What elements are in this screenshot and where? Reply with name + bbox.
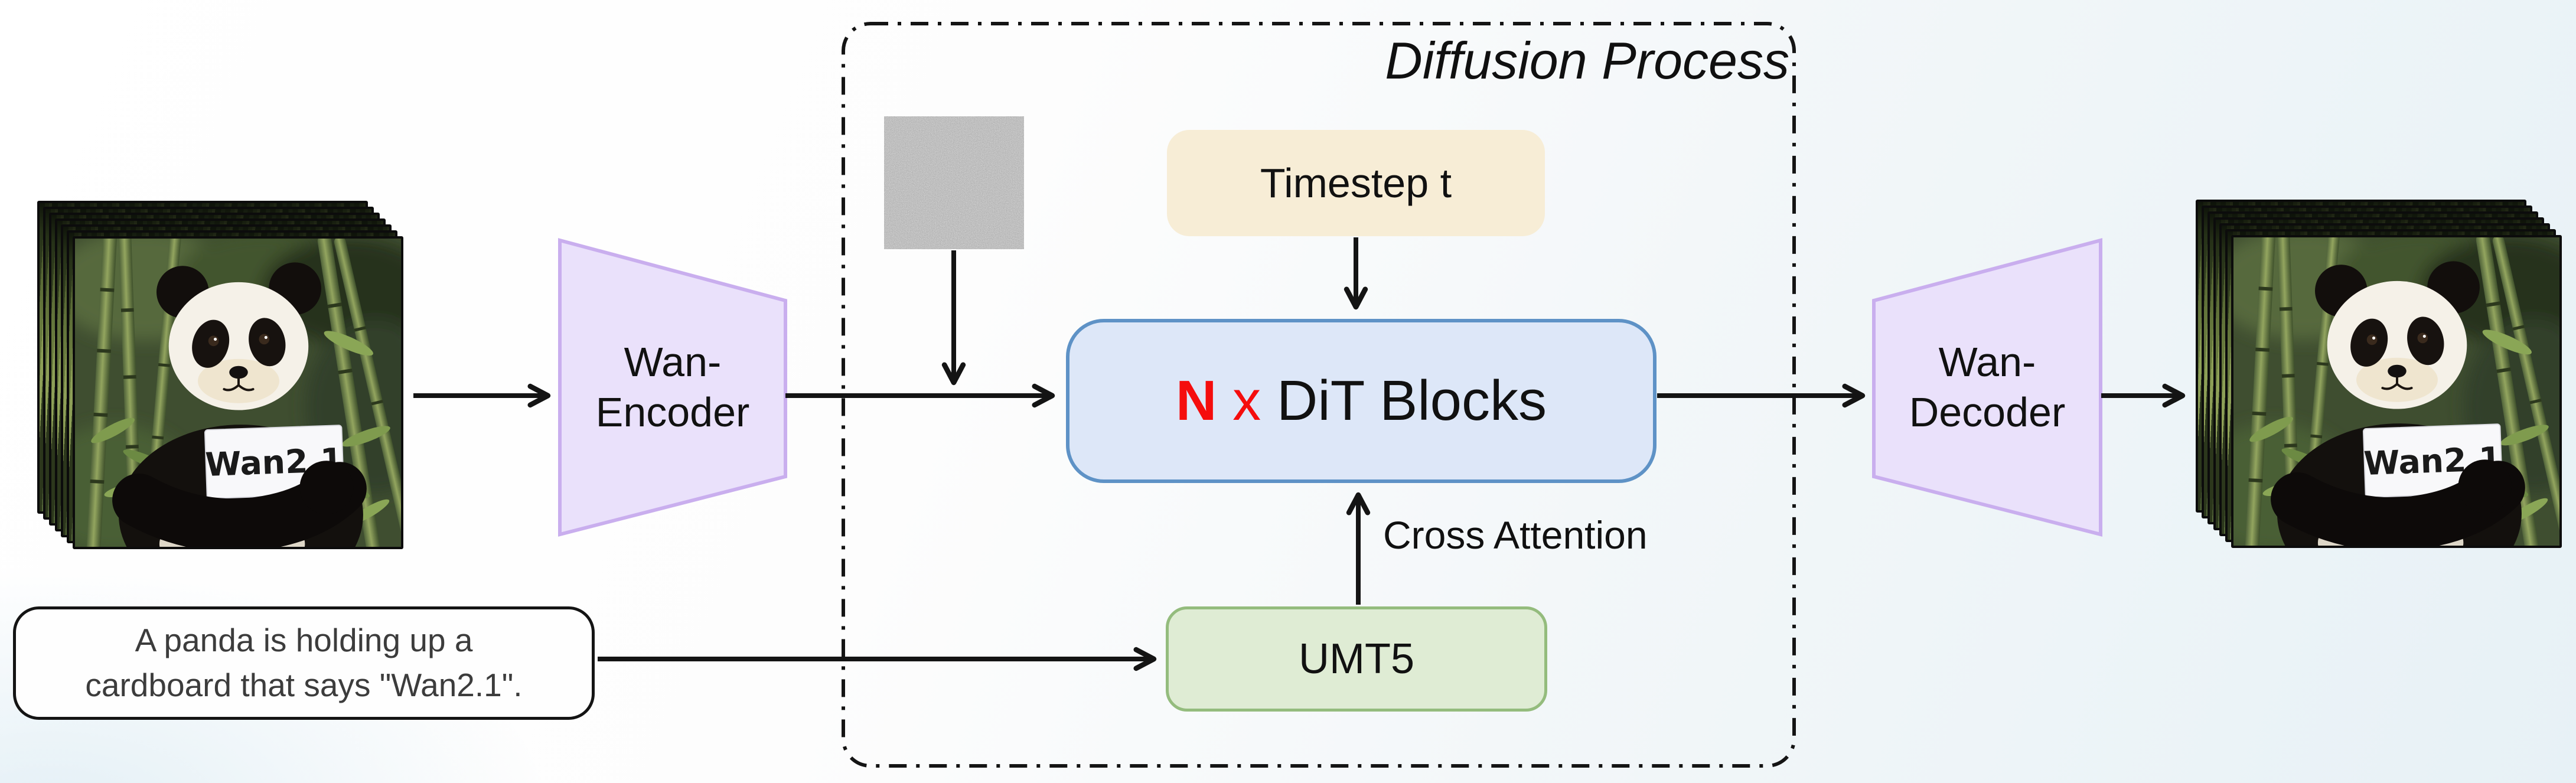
prompt-text-box: A panda is holding up a cardboard that s…: [13, 606, 595, 720]
wan-decoder-shape: [1872, 238, 2102, 537]
output-video-frame-stack: Wan2.1: [2196, 200, 2565, 552]
video-frame-front: Wan2.1: [2231, 235, 2562, 548]
wan-encoder-shape: [558, 238, 787, 537]
dit-label: DiT Blocks: [1277, 369, 1547, 432]
prompt-line-2: cardboard that says "Wan2.1".: [85, 667, 523, 703]
panda: Wan2.1: [2271, 261, 2525, 546]
dit-blocks-box: N x DiT Blocks: [1066, 319, 1657, 483]
noise-image: [884, 116, 1024, 249]
wan-encoder-label-line2: Encoder: [595, 389, 750, 435]
umt5-box: UMT5: [1166, 606, 1547, 712]
cross-attention-label: Cross Attention: [1383, 513, 1648, 557]
input-video-frame-stack: Wan2.1: [37, 201, 407, 553]
wan-encoder-label-line1: Wan-: [624, 338, 722, 385]
umt5-label: UMT5: [1299, 635, 1414, 683]
timestep-label: Timestep t: [1260, 160, 1452, 206]
diffusion-region-border: [842, 22, 1796, 768]
prompt-line-1: A panda is holding up a: [135, 622, 473, 659]
video-frame-front: Wan2.1: [73, 236, 403, 549]
dit-count-symbol: N: [1175, 369, 1217, 432]
panda-photo: Wan2.1: [75, 239, 401, 547]
panda-photo: Wan2.1: [2233, 237, 2559, 546]
wan-encoder-label: Wan- Encoder: [560, 240, 785, 534]
timestep-box: Timestep t: [1167, 130, 1545, 236]
panda: Wan2.1: [112, 262, 367, 547]
wan-decoder-label: Wan- Decoder: [1874, 240, 2101, 534]
wan-decoder-label-line1: Wan-: [1938, 338, 2036, 385]
dit-times-symbol: x: [1232, 369, 1261, 432]
bamboo-right: [315, 239, 401, 547]
diffusion-process-title: Diffusion Process: [1385, 31, 1789, 90]
wan-decoder-label-line2: Decoder: [1909, 389, 2066, 435]
